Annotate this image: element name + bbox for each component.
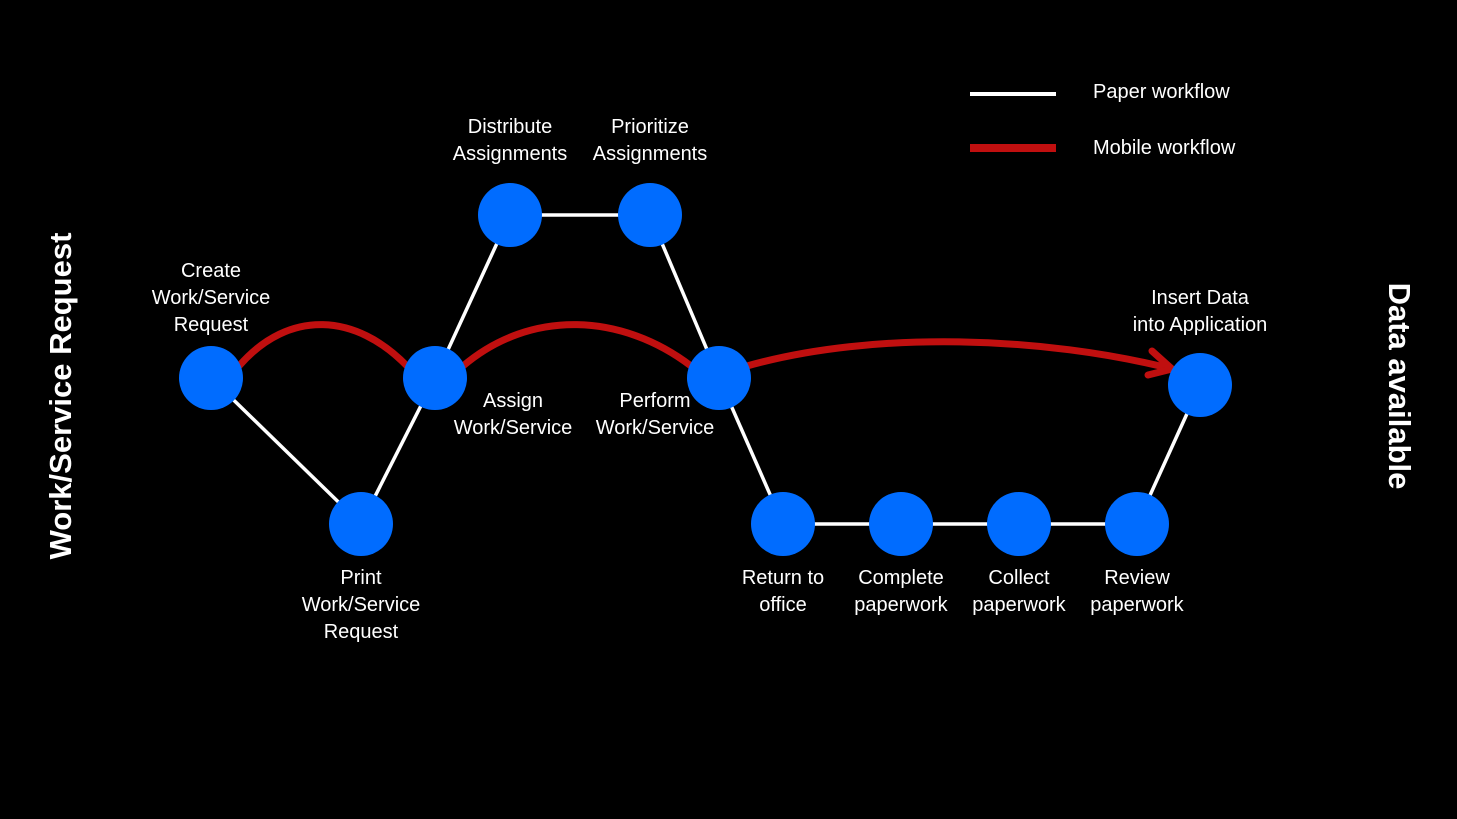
node-label-line: Request [173, 314, 249, 336]
node-label-line: Assignments [592, 143, 708, 165]
node-label-line: Return to [741, 567, 825, 589]
node-label-line: Collect [988, 567, 1050, 589]
node-label-line: Work/Service [301, 594, 421, 616]
node-label-line: Create [180, 260, 242, 282]
node-perform [687, 346, 751, 410]
node-label-line: Request [323, 621, 399, 643]
workflow-nodes [179, 183, 1232, 556]
node-print [329, 492, 393, 556]
node-review [1105, 492, 1169, 556]
legend-paper-swatch [970, 92, 1056, 96]
legend-mobile-swatch [970, 144, 1056, 152]
node-assign [403, 346, 467, 410]
node-label-insert: Insert Data into Application [1133, 285, 1268, 339]
node-label-line: Work/Service [595, 417, 715, 439]
side-label-right: Data available [1382, 282, 1417, 490]
node-label-collect: Collect paperwork [972, 565, 1065, 619]
node-label-line: Assignments [452, 143, 568, 165]
legend-mobile-label: Mobile workflow [1093, 137, 1236, 159]
node-label-line: Perform [619, 390, 691, 412]
node-label-line: Insert Data [1151, 287, 1249, 309]
node-return [751, 492, 815, 556]
node-distribute [478, 183, 542, 247]
mobile-arrowhead [1144, 347, 1176, 379]
node-create [179, 346, 243, 410]
node-complete [869, 492, 933, 556]
node-label-line: paperwork [1090, 594, 1184, 616]
node-label-line: Complete [858, 567, 944, 589]
node-label-review: Review paperwork [1090, 565, 1183, 619]
node-collect [987, 492, 1051, 556]
node-prioritize [618, 183, 682, 247]
node-label-line: Distribute [467, 116, 553, 138]
node-label-line: Work/Service [151, 287, 271, 309]
node-label-line: Assign [482, 390, 544, 412]
mobile-edge-assign-perform [459, 321, 695, 370]
mobile-workflow-path [235, 321, 1176, 379]
node-insert [1168, 353, 1232, 417]
node-label-line: Work/Service [453, 417, 573, 439]
node-label-line: into Application [1132, 314, 1268, 336]
node-label-line: paperwork [972, 594, 1066, 616]
mobile-edge-create-assign [235, 321, 411, 370]
side-label-left: Work/Service Request [43, 232, 78, 560]
mobile-edge-perform-insert [743, 338, 1176, 373]
legend-paper-label: Paper workflow [1093, 81, 1230, 103]
node-label-line: paperwork [854, 594, 948, 616]
node-label-line: Review [1104, 567, 1170, 589]
paper-edge-create-print [209, 376, 363, 526]
node-label-line: Prioritize [611, 116, 689, 138]
node-label-line: office [759, 594, 807, 616]
node-label-return: Return to office [742, 565, 824, 619]
node-label-complete: Complete paperwork [854, 565, 947, 619]
node-label-line: Print [340, 567, 382, 589]
